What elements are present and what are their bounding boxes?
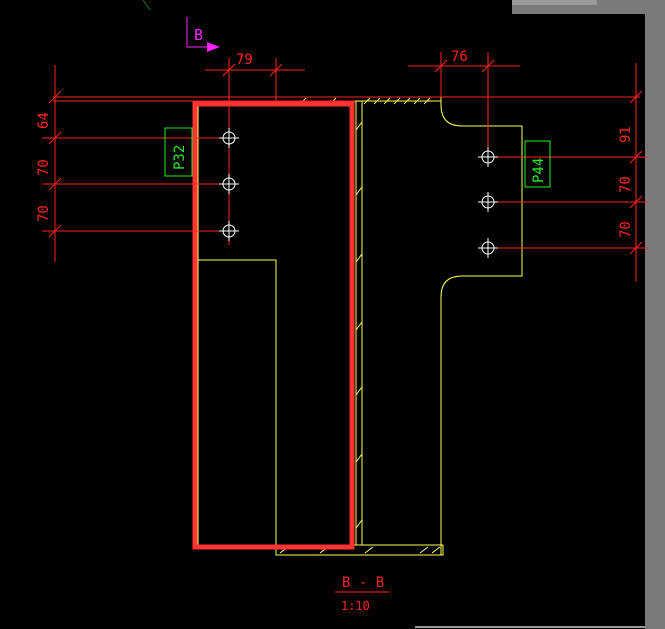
bolt-hole [219, 174, 239, 194]
plate-label-right[interactable]: P44 [524, 140, 551, 188]
plate-label-right-text: P44 [531, 158, 547, 183]
dim-left-3: 70 [36, 205, 52, 222]
section-title: B - B [342, 575, 384, 591]
viewport-frame-tick [142, 0, 151, 11]
dim-top-right: 76 [451, 49, 468, 65]
selection-highlight-box[interactable] [192, 101, 355, 550]
dim-left-2: 70 [36, 159, 52, 176]
section-marker-letter: B [194, 26, 203, 44]
section-scale: 1:10 [341, 599, 370, 613]
dim-top-left: 79 [236, 52, 253, 68]
dim-right-3: 70 [618, 221, 634, 238]
dim-right-1: 91 [618, 126, 634, 143]
section-marker-arrowhead-icon [207, 42, 220, 52]
dim-left-1: 64 [36, 112, 52, 129]
left-plate-outline [197, 100, 357, 546]
left-inner-partition [198, 259, 277, 555]
plate-label-left[interactable]: P32 [164, 127, 193, 177]
window-chrome-strip [512, 0, 597, 5]
bolt-holes [219, 128, 498, 258]
bolt-hole [478, 238, 498, 258]
right-plate-outline [440, 97, 523, 555]
bolt-hole [219, 128, 239, 148]
section-outline [197, 96, 523, 556]
window-chrome-right [645, 0, 665, 629]
bolt-hole [219, 221, 239, 241]
bolt-hole [478, 147, 498, 167]
dimension-lines [42, 52, 648, 593]
bolt-hole [478, 192, 498, 212]
dim-right-2: 70 [618, 176, 634, 193]
weld-hatches [279, 97, 441, 554]
section-marker[interactable]: B [186, 17, 220, 52]
bottom-plate-outline [275, 544, 444, 556]
plate-label-left-text: P32 [172, 145, 188, 170]
